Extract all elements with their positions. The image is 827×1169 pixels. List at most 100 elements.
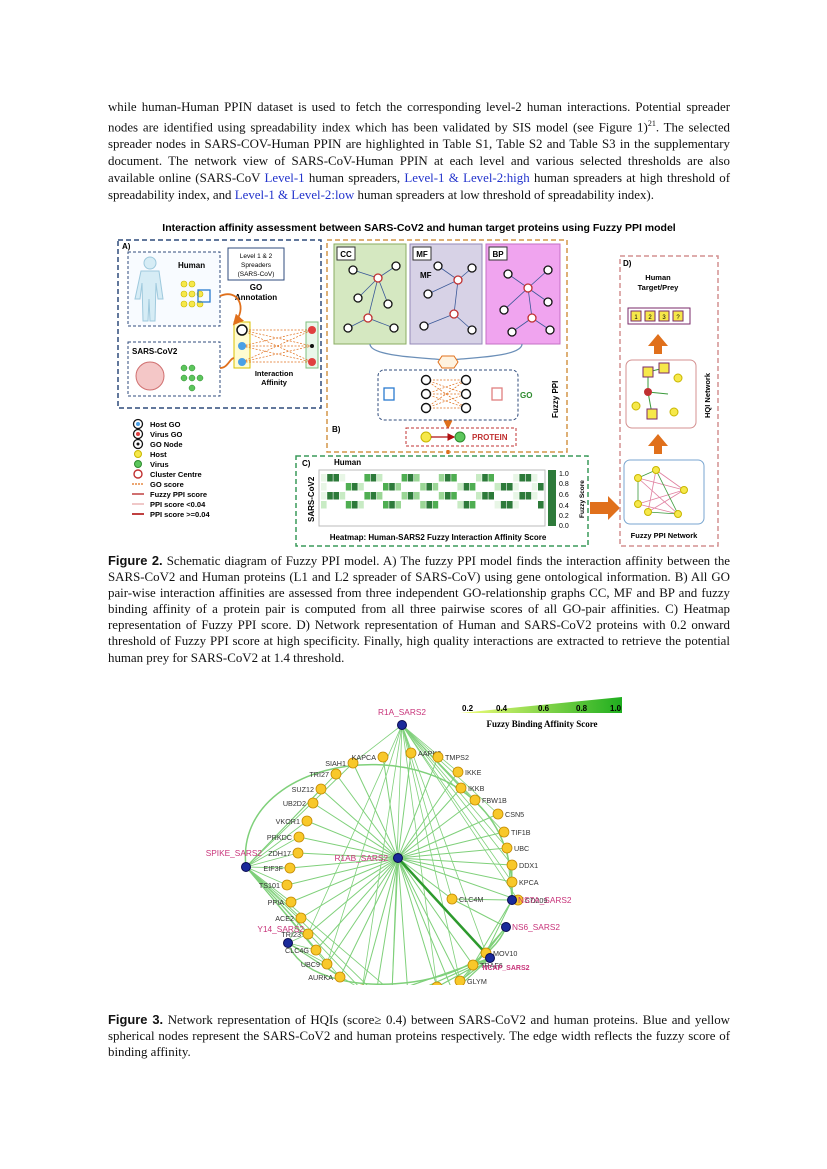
network-edge [401, 724, 513, 883]
human-protein-label: TRI23 [281, 930, 301, 939]
heatmap-cell [513, 501, 519, 509]
heatmap-cell [352, 501, 358, 509]
heatmap-cell [376, 474, 383, 482]
human-protein-node[interactable] [377, 751, 389, 763]
heatmap-cell [339, 474, 346, 482]
viral-protein-node[interactable] [283, 938, 293, 948]
human-protein-node[interactable] [334, 971, 346, 983]
human-protein-node[interactable] [467, 959, 479, 971]
legend-item: GO Node [150, 440, 183, 449]
level12-low-link[interactable]: Level-1 & Level-2:low [234, 187, 355, 202]
human-protein-node[interactable] [452, 766, 464, 778]
heatmap-caption: Heatmap: Human-SARS2 Fuzzy Interaction A… [330, 533, 547, 542]
fuzzy-scale-ticks: 0.2 0.4 0.6 0.8 1.0 [462, 704, 622, 713]
human-protein-node[interactable] [347, 757, 359, 769]
human-protein-node[interactable] [498, 826, 510, 838]
human-protein-label: IKKB [468, 784, 485, 793]
viral-protein-node[interactable] [507, 895, 517, 905]
heatmap-cell [494, 483, 501, 491]
network-edge [289, 857, 399, 869]
human-protein-node[interactable] [330, 768, 342, 780]
human-protein-label: UBC9 [301, 960, 320, 969]
human-protein-node[interactable] [292, 847, 304, 859]
human-protein-label: AURKA [308, 973, 333, 982]
network-edge [397, 831, 505, 859]
heatmap-cell [407, 474, 414, 482]
heatmap-cell [500, 501, 507, 509]
go-bipartite-edges [241, 329, 313, 363]
human-protein-node[interactable] [455, 782, 467, 794]
human-protein-label: UB2D2 [283, 799, 306, 808]
human-protein-node[interactable] [302, 928, 314, 940]
scale-tick: 0.8 [559, 481, 569, 488]
network-edge [320, 788, 399, 859]
heatmap-cell [321, 492, 327, 500]
human-protein-node[interactable] [506, 876, 518, 888]
network-edge [245, 852, 299, 868]
human-protein-node[interactable] [285, 896, 297, 908]
network-edge [397, 847, 508, 859]
network-edge [297, 852, 399, 859]
human-protein-node[interactable] [310, 944, 322, 956]
human-protein-node[interactable] [506, 859, 518, 871]
heatmap-cell [457, 501, 463, 509]
viral-protein-node[interactable] [501, 922, 511, 932]
heatmap-cell [432, 501, 439, 509]
network-edge [362, 724, 403, 985]
scale-tick: 0.0 [559, 523, 569, 530]
legend-item: Virus [150, 460, 169, 469]
network-edge [312, 802, 399, 859]
network-edge [451, 898, 507, 928]
viral-protein-label: NS6_SARS2 [512, 922, 560, 932]
human-protein-node[interactable] [454, 975, 466, 985]
human-protein-label: GLYM [467, 977, 487, 985]
scale-tick: 0.8 [576, 704, 588, 713]
human-protein-node[interactable] [501, 842, 513, 854]
human-protein-node[interactable] [432, 751, 444, 763]
human-protein-label: TMPS2 [445, 753, 469, 762]
heatmap-cells [321, 474, 544, 509]
heatmap-cell [321, 483, 327, 491]
viral-protein-node[interactable] [485, 953, 495, 963]
human-protein-node[interactable] [281, 879, 293, 891]
cc-label: CC [340, 250, 352, 259]
viral-protein-label: R1AB_SARS2 [335, 853, 389, 863]
network-edge [397, 857, 461, 982]
prey-box-label: 3 [662, 315, 666, 321]
panel-b-label: B) [332, 425, 341, 434]
scale-tick: 0.2 [559, 513, 569, 520]
viral-protein-node[interactable] [241, 862, 251, 872]
heatmap-cell [420, 483, 426, 491]
human-protein-node[interactable] [492, 808, 504, 820]
network-edge [245, 836, 300, 868]
human-protein-label: TRI27 [309, 770, 329, 779]
viral-protein-node[interactable] [393, 853, 403, 863]
human-protein-node[interactable] [293, 831, 305, 843]
human-protein-node[interactable] [307, 797, 319, 809]
human-protein-node[interactable] [284, 862, 296, 874]
human-protein-node[interactable] [446, 893, 458, 905]
level1-link[interactable]: Level-1 [264, 170, 305, 185]
heatmap-cell [395, 483, 401, 491]
heatmap-cell [407, 492, 414, 500]
viral-protein-node[interactable] [397, 720, 407, 730]
human-protein-label: KPCA [519, 878, 539, 887]
scale-tick: 1.0 [559, 471, 569, 478]
network-edge [245, 820, 308, 868]
network-edge [362, 857, 399, 985]
network-edge [397, 756, 439, 859]
human-protein-node[interactable] [315, 783, 327, 795]
human-protein-label: ZDH17 [268, 849, 291, 858]
human-protein-node[interactable] [321, 958, 333, 970]
human-protein-node[interactable] [431, 981, 443, 985]
heatmap-cell [513, 483, 519, 491]
legend-item: Fuzzy PPI score [150, 490, 207, 499]
human-protein-node[interactable] [301, 815, 313, 827]
level12-high-link[interactable]: Level-1 & Level-2:high [404, 170, 530, 185]
human-protein-node[interactable] [469, 794, 481, 806]
heatmap-cell [538, 501, 544, 509]
human-protein-node[interactable] [295, 912, 307, 924]
heatmap-cell [445, 474, 451, 482]
human-protein-node[interactable] [405, 747, 417, 759]
figure-2: Interaction affinity assessment between … [117, 222, 719, 547]
